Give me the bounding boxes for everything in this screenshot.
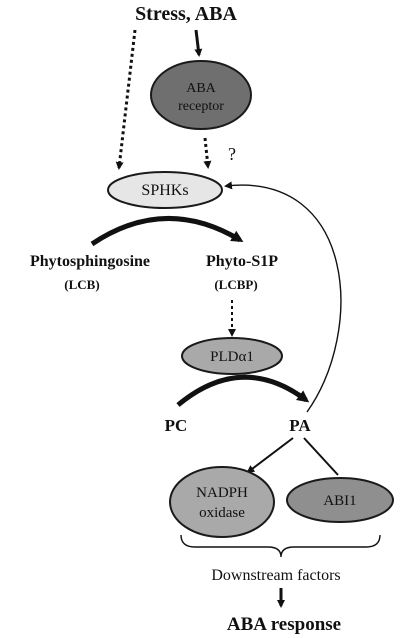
aba-receptor-label-2: receptor [178,99,224,114]
question-mark: ? [228,144,236,164]
sphks-label: SPHKs [141,182,188,199]
pa-to-nadph-arrow [246,437,294,474]
nadph-oxidase-node [169,466,275,538]
pld-reaction-arc [176,374,310,407]
abi1-label: ABI1 [323,493,356,509]
receptor-to-sphks-arrow [203,137,212,169]
pld-alpha1-node [181,337,283,375]
aba-to-receptor-arrow [194,29,203,57]
stress-to-sphks-arrow [115,29,137,170]
lcbp-label: (LCBP) [214,277,257,292]
phytosphingosine-label: Phytosphingosine [30,253,150,270]
sphks-reaction-arc [90,215,244,247]
nadph-label-2: oxidase [199,505,245,521]
pc-label: PC [165,416,188,435]
aba-receptor-node [150,60,252,130]
lcb-label: (LCB) [64,277,99,292]
pa-feedback-arrow [224,181,342,413]
pld-alpha1-label: PLDα1 [210,349,254,365]
pa-label: PA [289,416,311,435]
sphks-node [107,171,223,209]
phyto-s1p-label: Phyto-S1P [206,253,278,270]
aba-receptor-label-1: ABA [186,81,216,96]
nadph-label-1: NADPH [196,485,248,501]
stress-aba-label: Stress, ABA [135,3,237,25]
aba-response-label: ABA response [227,614,341,635]
downstream-brace [180,534,381,558]
pa-inhibits-abi1-line [303,437,339,476]
abi1-node [286,477,394,523]
downstream-factors-label: Downstream factors [211,567,340,584]
